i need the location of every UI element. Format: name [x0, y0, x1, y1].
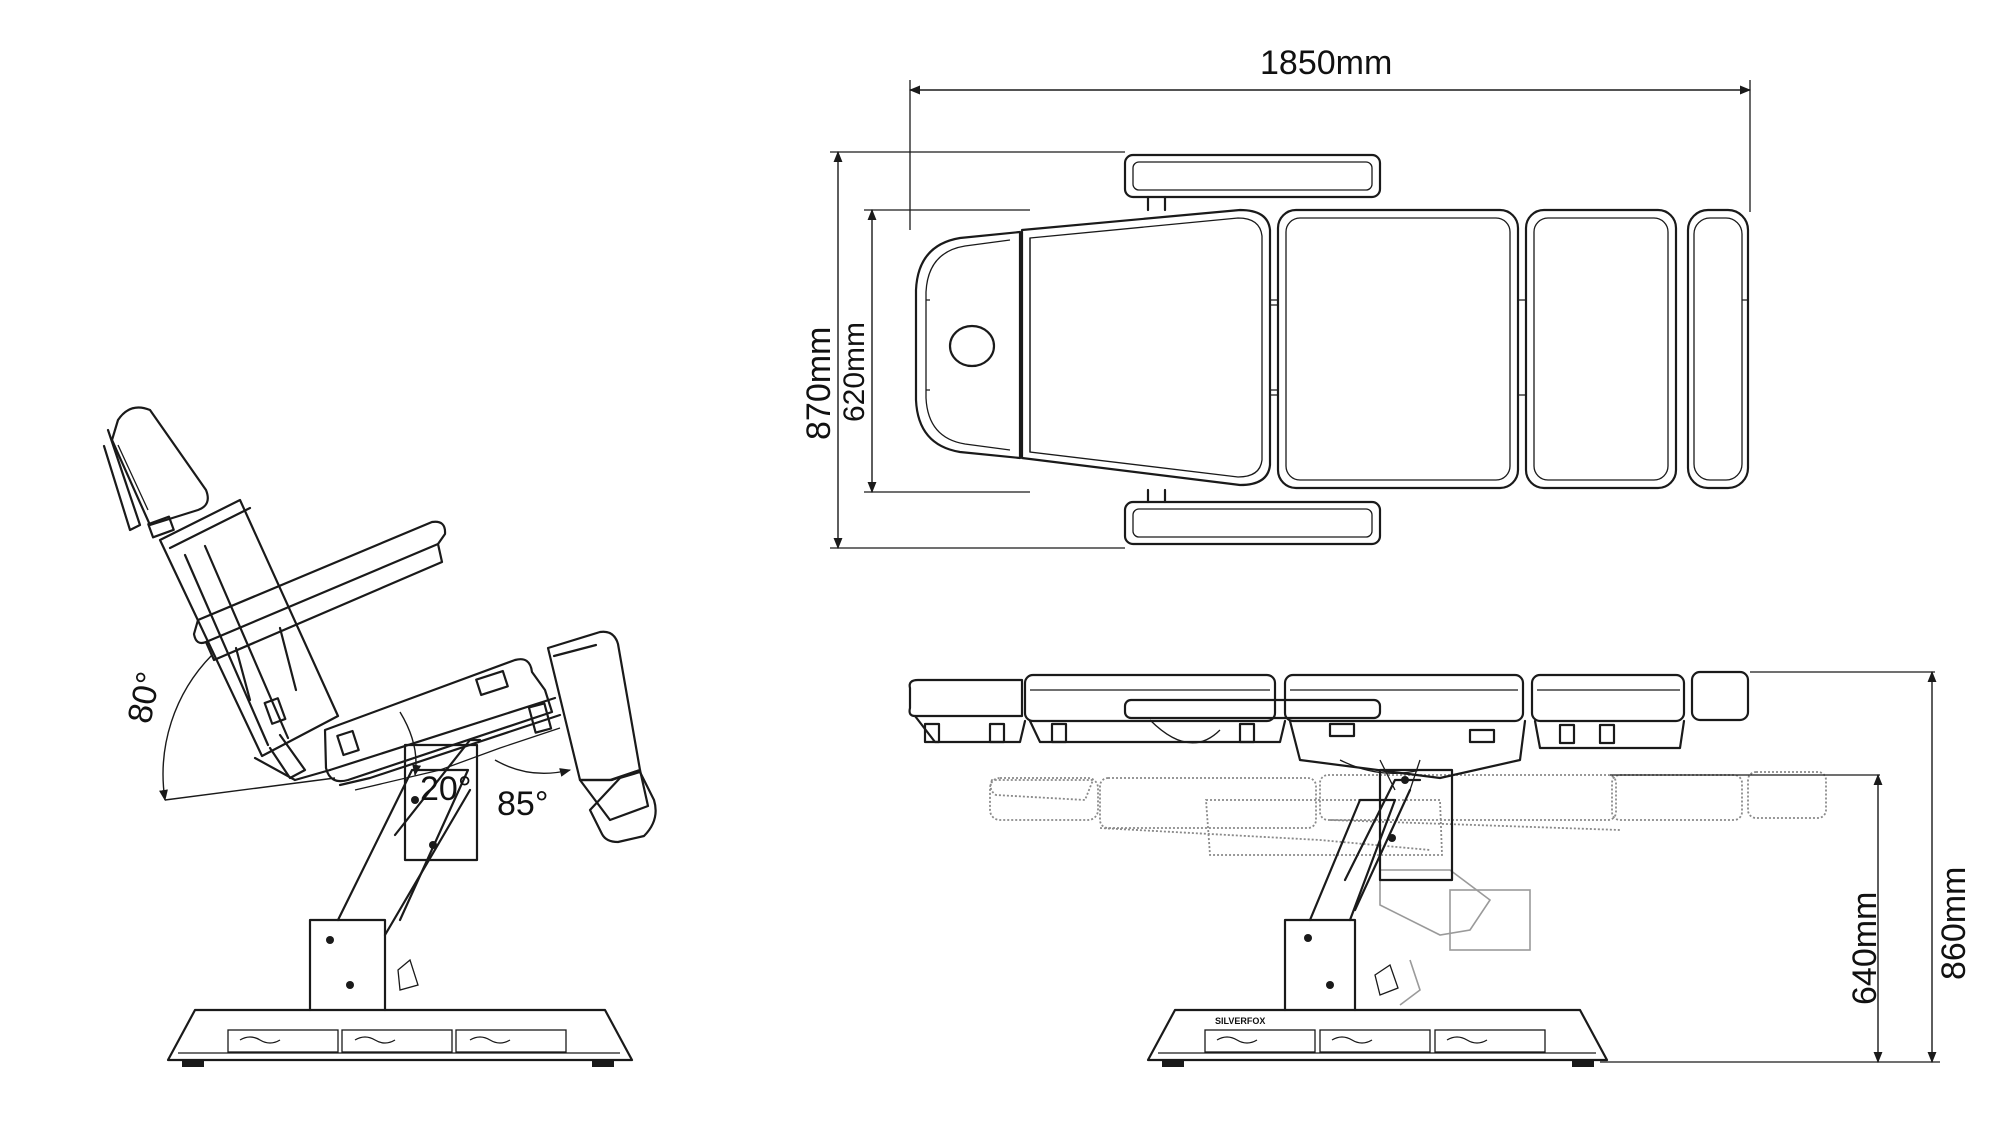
- backrest-left: [102, 406, 340, 782]
- lowered-position-ghost: [989, 771, 1827, 1006]
- raised-chair-top: [908, 670, 1750, 791]
- top-armrest-upper: [1123, 153, 1382, 199]
- top-foot-section: [1686, 208, 1750, 490]
- top-view: [830, 80, 1752, 550]
- top-back-section: [1020, 208, 1272, 487]
- top-leg-section: [1524, 208, 1678, 490]
- top-seat-section: [1276, 208, 1520, 490]
- legrest-angle-label: 85°: [497, 785, 548, 823]
- column-right: [1283, 768, 1454, 1012]
- min-height-dimension-label: 640mm: [1846, 892, 1884, 1005]
- seat-left: [323, 658, 562, 791]
- side-view-flat: SILVERFOX: [908, 670, 1940, 1067]
- base-brand-text: SILVERFOX: [1215, 1016, 1265, 1026]
- max-height-dimension-label: 860mm: [1935, 867, 1973, 980]
- column-left: [308, 738, 482, 1012]
- top-face-hole: [948, 324, 996, 368]
- legrest-left: [527, 630, 657, 844]
- side-view-reclined: 80° 20° 85°: [102, 406, 657, 1067]
- top-headrest: [914, 230, 1022, 460]
- base-right: SILVERFOX: [1146, 1008, 1609, 1067]
- top-armrest-lower: [1123, 500, 1382, 546]
- length-dimension-label: 1850mm: [1260, 44, 1392, 82]
- width-dimension-label: 870mm: [800, 327, 838, 440]
- seat-width-dimension-label: 620mm: [838, 322, 871, 422]
- seat-angle-label: 20°: [420, 770, 471, 808]
- angle-markers-left: [159, 654, 572, 802]
- base-left: [166, 1008, 634, 1067]
- armrest-left: [192, 520, 447, 702]
- backrest-angle-label: 80°: [121, 668, 169, 726]
